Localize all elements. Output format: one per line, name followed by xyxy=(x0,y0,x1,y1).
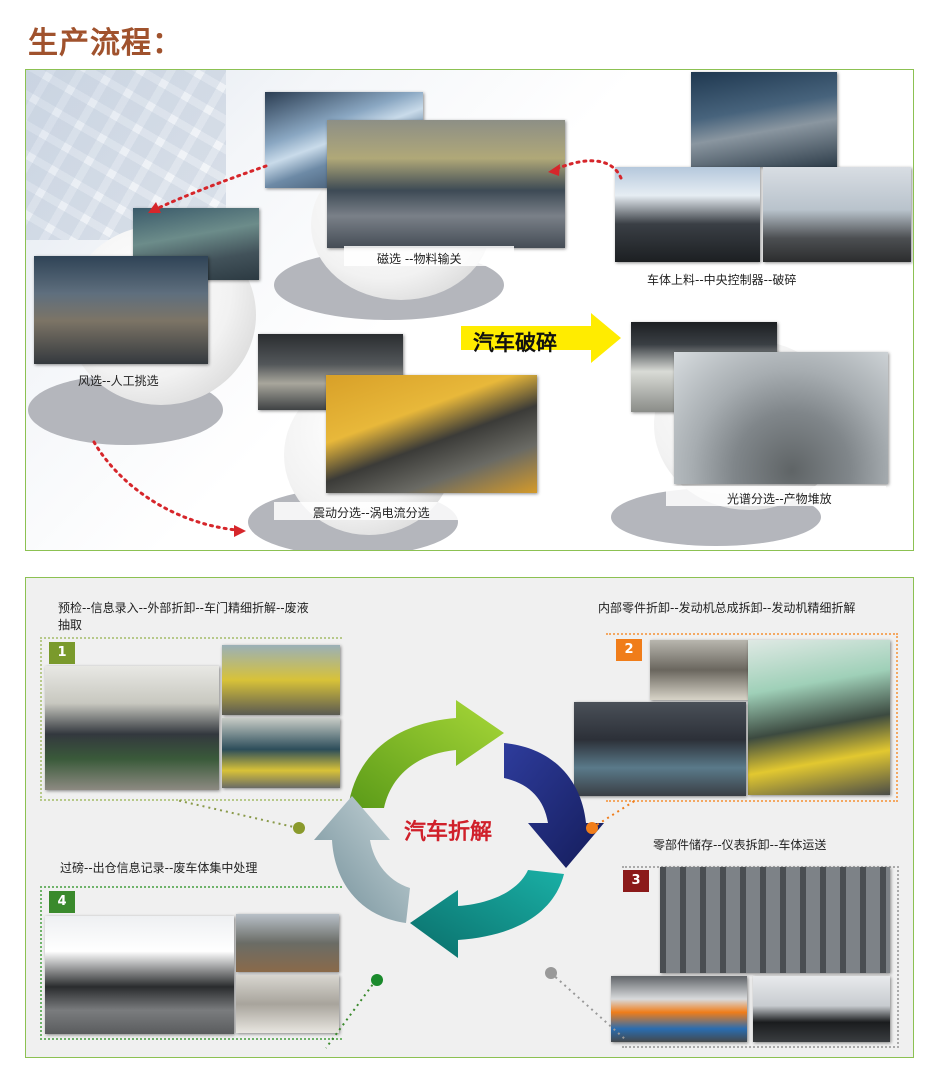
weighbridge-truck-photo xyxy=(45,916,234,1034)
control-room-photo xyxy=(615,167,760,262)
step-1-text: 预检--信息录入--外部折卸--车门精细折解--废液抽取 xyxy=(58,601,309,632)
interior-parts-photo xyxy=(650,640,748,700)
flow-arrows xyxy=(92,159,623,537)
arrowhead xyxy=(148,202,161,213)
conveyor-photo xyxy=(327,120,565,248)
transport-crane-photo xyxy=(753,976,890,1042)
lift-frame-photo xyxy=(222,645,340,715)
cycle-arrow-navy xyxy=(504,743,604,868)
step-2-badge: 2 xyxy=(616,639,642,661)
connector-step-1 xyxy=(175,799,299,829)
caption-air: 风选--人工挑选 xyxy=(78,374,159,388)
connector-dot-3 xyxy=(545,967,557,979)
connector-dot-4 xyxy=(371,974,383,986)
yellow-process-arrow xyxy=(461,313,621,363)
cycle-arrow-grey xyxy=(314,796,410,923)
caption-bar xyxy=(274,502,514,520)
step-1-badge: 1 xyxy=(49,642,75,664)
eddy-current-photo xyxy=(326,375,537,493)
shredding-panel: 磁选 --物料输关 车体上料--中央控制器--破碎 风选--人工挑选 震动分选-… xyxy=(25,69,914,551)
parts-storage-photo xyxy=(660,867,890,973)
connector-step-4 xyxy=(325,979,377,1049)
engine-hoist-photo xyxy=(748,640,890,795)
flow-arrow-loading-to-magnetic xyxy=(552,159,623,180)
step-3-badge: 3 xyxy=(623,870,649,892)
shredding-center-label: 汽车破碎 xyxy=(473,331,557,355)
caption-bar xyxy=(666,486,886,506)
connector-dot-1 xyxy=(293,822,305,834)
dismantling-cycle xyxy=(175,700,637,1049)
caption-vibration: 震动分选--涡电流分选 xyxy=(313,506,430,520)
dismantling-panel: 预检--信息录入--外部折卸--车门精细折解--废液抽取 内部零件折卸--发动机… xyxy=(25,577,914,1058)
grapple-crane-photo xyxy=(763,167,911,262)
car-on-lift-photo xyxy=(222,718,340,788)
records-desk-photo xyxy=(236,975,339,1033)
dismantling-center-label: 汽车折解 xyxy=(404,820,493,845)
connector-step-2 xyxy=(591,799,637,829)
step-4-frame xyxy=(40,886,342,1040)
step-4-badge: 4 xyxy=(49,891,75,913)
manual-picking-photo xyxy=(34,256,208,364)
cycle-arrow-green xyxy=(348,700,504,808)
flow-arrow-air-to-vibration xyxy=(92,440,238,532)
page-title: 生产流程： xyxy=(28,26,183,61)
caption-loading: 车体上料--中央控制器--破碎 xyxy=(647,273,797,287)
engine-bench-photo xyxy=(574,702,746,796)
shredder-plant-photo xyxy=(691,72,837,167)
product-pile-photo xyxy=(674,352,888,484)
caption-spectral: 光谱分选--产物堆放 xyxy=(727,492,832,506)
step-1-frame xyxy=(40,637,342,801)
connector-step-3 xyxy=(550,972,627,1041)
caption-bar xyxy=(344,246,514,266)
step-2-text: 内部零件折卸--发动机总成拆卸--发动机精细折解 xyxy=(598,601,856,615)
flow-arrow-magnetic-to-sorting xyxy=(152,164,268,212)
step-4-text: 过磅--出仓信息记录--废车体集中处理 xyxy=(60,861,258,875)
arrowhead xyxy=(234,525,246,537)
cycle-arrow-teal xyxy=(410,870,564,958)
arrowhead xyxy=(548,164,560,176)
step-2-frame xyxy=(606,633,898,802)
car-inspection-photo xyxy=(45,666,219,790)
connector-dot-2 xyxy=(586,822,598,834)
car-yard-photo xyxy=(236,914,339,972)
step-3-text: 零部件储存--仪表拆卸--车体运送 xyxy=(653,838,827,852)
caption-magnetic: 磁选 --物料输关 xyxy=(377,252,462,266)
forklift-photo xyxy=(611,976,747,1042)
